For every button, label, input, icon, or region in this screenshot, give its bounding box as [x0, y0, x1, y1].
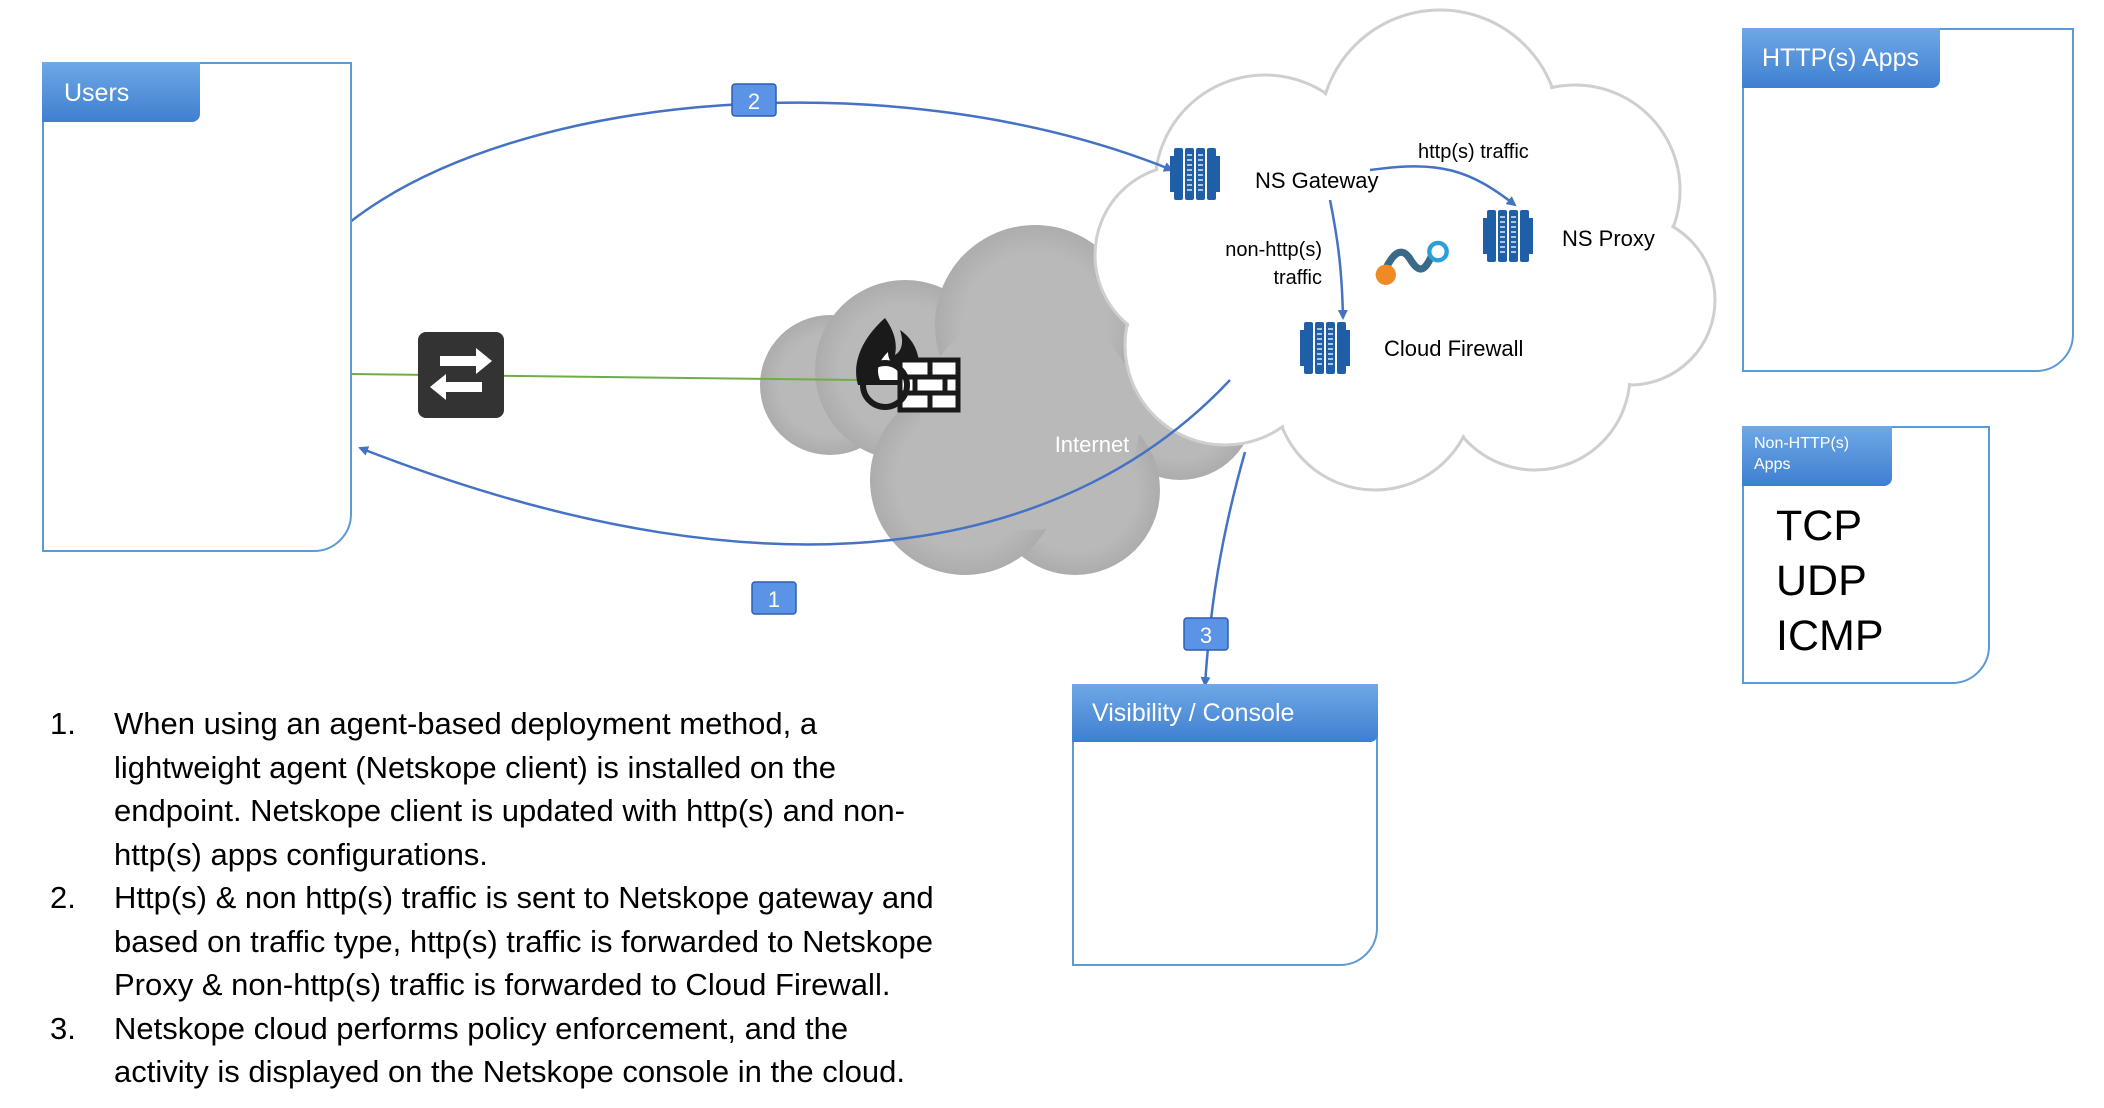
non-http-traffic-label-line1: non-http(s) — [1225, 239, 1322, 261]
netskope-cloud-fill — [1097, 12, 1713, 488]
arrow-non-http-traffic — [1328, 199, 1348, 320]
protocol-icmp: ICMP — [1776, 612, 1884, 660]
arrow-step-3 — [1200, 451, 1247, 687]
step-item-2: 2. Http(s) & non http(s) traffic is sent… — [50, 876, 1050, 1007]
svg-text:3: 3 — [1200, 623, 1212, 648]
non-http-traffic-label-line2: traffic — [1273, 267, 1322, 289]
protocol-udp: UDP — [1776, 557, 1867, 605]
svg-text:1: 1 — [768, 587, 780, 612]
step-line: http(s) apps configurations. — [114, 836, 488, 872]
step-line: lightweight agent (Netskope client) is i… — [114, 749, 837, 785]
http-apps-tab: HTTP(s) Apps — [1742, 28, 1940, 88]
step-line: based on traffic type, http(s) traffic i… — [114, 923, 934, 959]
users-title: Users — [64, 79, 130, 107]
step-line: Netskope cloud performs policy enforceme… — [114, 1010, 849, 1046]
http-traffic-label: http(s) traffic — [1418, 141, 1529, 163]
step-line: activity is displayed on the Netskope co… — [114, 1054, 905, 1089]
step-number: 2. — [50, 880, 76, 915]
step-line: Http(s) & non http(s) traffic is sent to… — [114, 880, 934, 915]
non-http-apps-tab: Non-HTTP(s) Apps — [1742, 426, 1892, 486]
internet-label: Internet — [1055, 432, 1130, 457]
firewall-icon — [856, 318, 961, 413]
svg-text:2: 2 — [748, 89, 760, 114]
step-line: Proxy & non-http(s) traffic is forwarded… — [114, 967, 891, 1002]
badge-step-3: 3 — [1183, 617, 1229, 651]
arrow-step-1 — [358, 379, 1231, 546]
step-number: 1. — [50, 706, 76, 741]
http-apps-title: HTTP(s) Apps — [1762, 44, 1919, 72]
step-number: 3. — [50, 1010, 76, 1046]
protocol-tcp: TCP — [1776, 502, 1862, 550]
badge-step-1: 1 — [751, 581, 797, 615]
non-http-apps-title-line1: Non-HTTP(s) — [1754, 435, 1850, 452]
arrow-step-2 — [349, 101, 1174, 223]
step-item-1: 1. When using an agent-based deployment … — [50, 702, 1050, 876]
firewall-label: Cloud Firewall — [1384, 336, 1523, 361]
switch-icon — [418, 332, 504, 418]
step-line: When using an agent-based deployment met… — [114, 706, 818, 741]
users-tab: Users — [42, 62, 200, 122]
badge-step-2: 2 — [731, 83, 777, 117]
step-item-3: 3. Netskope cloud performs policy enforc… — [50, 1007, 1050, 1094]
proxy-label: NS Proxy — [1562, 226, 1655, 251]
visibility-console-tab: Visibility / Console — [1072, 684, 1378, 742]
steps-list: 1. When using an agent-based deployment … — [50, 702, 1050, 1094]
step-line: endpoint. Netskope client is updated wit… — [114, 793, 905, 828]
users-panel — [42, 62, 352, 552]
arrow-http-traffic — [1369, 165, 1517, 207]
visibility-console-title: Visibility / Console — [1092, 699, 1295, 727]
non-http-apps-title-line2: Apps — [1754, 456, 1791, 473]
gateway-label: NS Gateway — [1255, 168, 1379, 193]
